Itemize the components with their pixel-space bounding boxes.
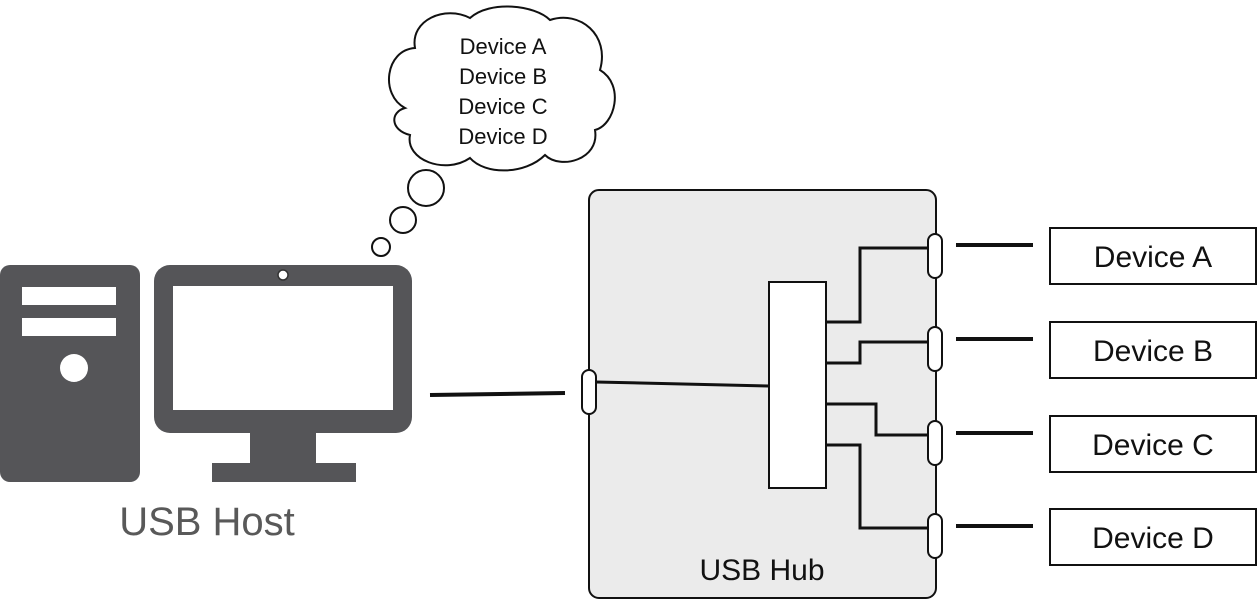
thought-line-4: Device D xyxy=(458,124,547,149)
hub-wire-d xyxy=(826,443,928,530)
usb-hub: USB Hub xyxy=(581,189,943,599)
device-a-label: Device A xyxy=(1094,241,1212,274)
downstream-port-c xyxy=(927,420,943,466)
device-c-box xyxy=(1049,415,1257,473)
thought-dot-medium xyxy=(389,206,417,234)
device-a: Device A xyxy=(1049,227,1257,285)
hub-label: USB Hub xyxy=(699,554,824,587)
downstream-port-a xyxy=(927,233,943,279)
thought-line-1: Device A xyxy=(460,34,547,59)
device-a-box xyxy=(1049,227,1257,285)
downstream-port-d xyxy=(927,513,943,559)
thought-cloud xyxy=(388,5,616,172)
device-d-box xyxy=(1049,508,1257,566)
downstream-port-b xyxy=(927,326,943,372)
hub-wire-b xyxy=(826,340,928,365)
device-d-label: Device D xyxy=(1092,522,1214,555)
usb-host: USB Host xyxy=(0,265,412,544)
computer-tower-icon xyxy=(0,265,140,482)
device-c-label: Device C xyxy=(1092,429,1214,462)
computer-monitor-icon xyxy=(154,265,412,482)
device-d: Device D xyxy=(1049,508,1257,566)
device-b: Device B xyxy=(1049,321,1257,379)
thought-dot-small xyxy=(371,237,391,257)
hub-upstream-wire xyxy=(595,380,770,388)
hub-controller xyxy=(768,281,827,489)
thought-line-2: Device B xyxy=(459,64,547,89)
thought-line-3: Device C xyxy=(458,94,547,119)
hub-enclosure xyxy=(588,189,937,599)
hub-wire-c xyxy=(826,402,928,437)
host-label: USB Host xyxy=(119,500,295,544)
device-b-box xyxy=(1049,321,1257,379)
thought-bubble: Device A Device B Device C Device D xyxy=(371,5,616,257)
hub-wire-a xyxy=(826,246,928,324)
device-c: Device C xyxy=(1049,415,1257,473)
host-cable xyxy=(429,391,566,397)
upstream-port xyxy=(581,369,597,415)
device-b-label: Device B xyxy=(1093,335,1213,368)
thought-dot-large xyxy=(407,169,445,207)
